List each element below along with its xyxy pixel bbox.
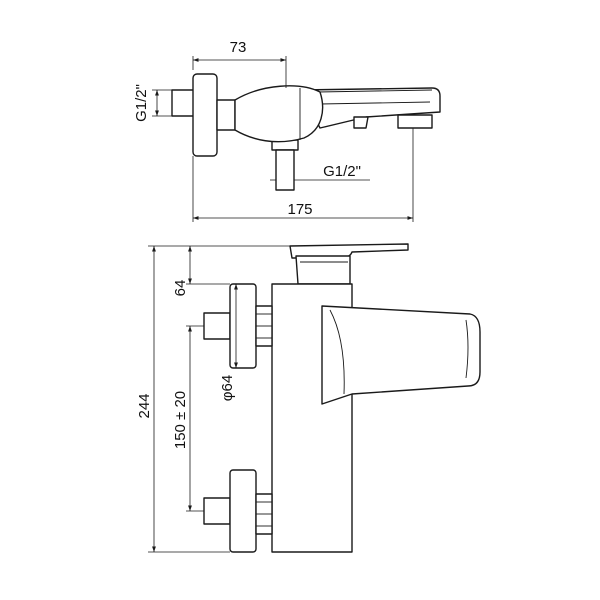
top-view: 73 G1/2" G1/2" 175: [133, 39, 441, 222]
lower-inlet-pipe: [203, 497, 231, 525]
dim-label-outlet-thread: G1/2": [323, 163, 361, 180]
top-lever-tab: [353, 116, 369, 129]
front-view: 244 64 150 ± 20 φ64: [136, 243, 481, 553]
handle-neck: [295, 255, 351, 285]
top-mixer-body: [234, 85, 324, 143]
top-outlet-pipe: [275, 149, 295, 191]
dim-label-64: 64: [172, 280, 189, 297]
top-connector: [216, 99, 236, 131]
dim-label-73: 73: [230, 39, 247, 56]
dim-label-175: 175: [287, 201, 312, 218]
upper-wall-flange: [229, 283, 257, 369]
upper-inlet-pipe: [203, 312, 231, 340]
top-inlet-pipe: [171, 89, 195, 117]
dim-label-phi64: φ64: [219, 375, 236, 401]
dim-label-inlet-thread: G1/2": [133, 84, 150, 122]
spout: [321, 305, 481, 405]
lower-wall-flange: [229, 469, 257, 553]
dim-label-244: 244: [136, 393, 153, 418]
top-spout-nozzle: [397, 114, 433, 129]
dim-label-150: 150 ± 20: [172, 391, 189, 449]
top-wall-flange: [192, 73, 218, 157]
